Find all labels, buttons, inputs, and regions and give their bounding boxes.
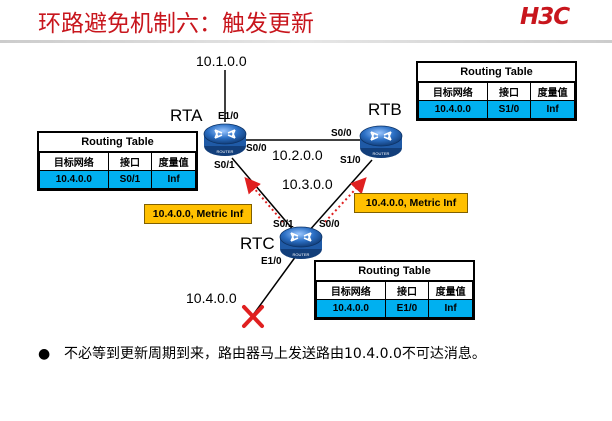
router-rtb-name: RTB: [368, 100, 402, 119]
router-rtc-name: RTC: [240, 234, 275, 253]
title-divider: [0, 40, 612, 43]
routing-table-rta-cell: 10.4.0.0: [39, 170, 109, 189]
bullet-text: 不必等到更新周期到来，路由器马上发送路由10.4.0.0不可达消息。: [64, 346, 486, 362]
page-title: 环路避免机制六：触发更新: [38, 11, 314, 37]
routing-table-rta-header: 目标网络: [39, 152, 109, 171]
routing-table-rtb-caption: Routing Table: [418, 63, 575, 82]
h3c-logo: H3C: [520, 4, 570, 30]
link-failure-x-icon: [242, 305, 264, 328]
routing-table-rta-caption: Routing Table: [39, 133, 196, 152]
interface-rta-s01: S0/1: [214, 160, 235, 171]
router-rta-caption: ROUTER: [217, 149, 234, 154]
routing-table-rtc-cell: Inf: [428, 299, 473, 318]
routing-table-rtb-cell: Inf: [530, 100, 575, 119]
network-label-rta-rtb: 10.2.0.0: [272, 147, 323, 163]
routing-table-rtc-caption: Routing Table: [316, 262, 473, 281]
link-rtc-bottom: [252, 255, 297, 316]
routing-table-rta-header: 度量值: [151, 152, 196, 171]
routing-table-rtb-header: 目标网络: [418, 82, 488, 101]
routing-table-rtc-header: 目标网络: [316, 281, 386, 300]
routing-table-rtb-cell: S1/0: [486, 100, 532, 119]
routing-table-rtb-header: 度量值: [530, 82, 575, 101]
routing-table-rta-header: 接口: [107, 152, 153, 171]
interface-rta-s00: S0/0: [246, 143, 267, 154]
bullet-dot-icon: ●: [38, 346, 51, 362]
router-rtb-caption: ROUTER: [373, 151, 390, 156]
interface-rta-e10: E1/0: [218, 111, 239, 122]
routing-table-rtb-header: 接口: [486, 82, 532, 101]
routing-table-rtb-cell: 10.4.0.0: [418, 100, 488, 119]
interface-rtc-s01: S0/1: [273, 219, 294, 230]
routing-table-rtc-header: 接口: [384, 281, 430, 300]
routing-table-rtb: Routing Table 目标网络 接口 度量值 10.4.0.0 S1/0 …: [416, 61, 577, 121]
update-arrow-to-rta: [244, 176, 284, 223]
network-label-failed: 10.4.0.0: [186, 290, 237, 306]
routing-table-rta-cell: S0/1: [107, 170, 153, 189]
link-rta-rtc: [231, 157, 296, 233]
interface-rtc-e10: E1/0: [261, 256, 282, 267]
routing-table-rta: Routing Table 目标网络 接口 度量值 10.4.0.0 S0/1 …: [37, 131, 198, 191]
router-rta-name: RTA: [170, 106, 203, 125]
network-label-top: 10.1.0.0: [196, 53, 247, 69]
network-label-rtb-rtc: 10.3.0.0: [282, 176, 333, 192]
routing-table-rtc-cell: 10.4.0.0: [316, 299, 386, 318]
interface-rtb-s10: S1/0: [340, 155, 361, 166]
routing-table-rta-cell: Inf: [151, 170, 196, 189]
interface-rtb-s00: S0/0: [331, 128, 352, 139]
link-rtb-rtc: [307, 159, 373, 233]
update-callout-to-rtb: 10.4.0.0, Metric Inf: [354, 193, 468, 213]
interface-rtc-s00: S0/0: [319, 219, 340, 230]
router-rtc-caption: ROUTER: [293, 252, 310, 257]
routing-table-rtc-cell: E1/0: [384, 299, 430, 318]
routing-table-rtc: Routing Table 目标网络 接口 度量值 10.4.0.0 E1/0 …: [314, 260, 475, 320]
bullet-point: ● 不必等到更新周期到来，路由器马上发送路由10.4.0.0不可达消息。: [38, 343, 584, 365]
update-callout-to-rta: 10.4.0.0, Metric Inf: [144, 204, 252, 224]
routing-table-rtc-header: 度量值: [428, 281, 473, 300]
